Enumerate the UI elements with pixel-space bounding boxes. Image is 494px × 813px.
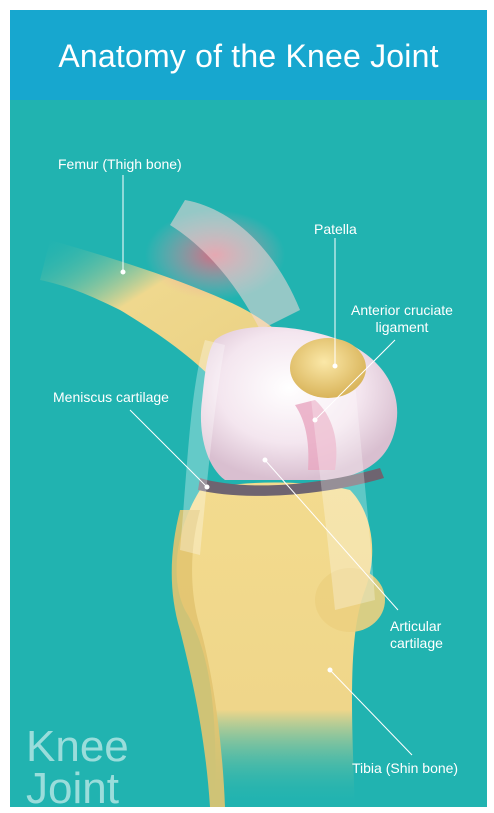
patella-bone (290, 338, 366, 398)
watermark-line2: Joint (26, 768, 129, 807)
femur-label: Femur (Thigh bone) (58, 156, 182, 173)
acl-label: Anterior cruciate ligament (342, 302, 462, 336)
meniscus-label: Meniscus cartilage (53, 389, 169, 406)
acl-label-line2: ligament (342, 319, 462, 336)
knee-illustration (10, 10, 487, 807)
articular-label: Articular cartilage (390, 618, 443, 652)
patella-label: Patella (314, 221, 357, 238)
tibia-label: Tibia (Shin bone) (352, 760, 458, 777)
diagram-panel: Anatomy of the Knee Joint (10, 10, 487, 807)
articular-label-line2: cartilage (390, 635, 443, 652)
acl-label-line1: Anterior cruciate (342, 302, 462, 319)
articular-label-line1: Articular (390, 618, 443, 635)
knee-joint-watermark: Knee Joint (26, 726, 129, 807)
watermark-line1: Knee (26, 726, 129, 768)
